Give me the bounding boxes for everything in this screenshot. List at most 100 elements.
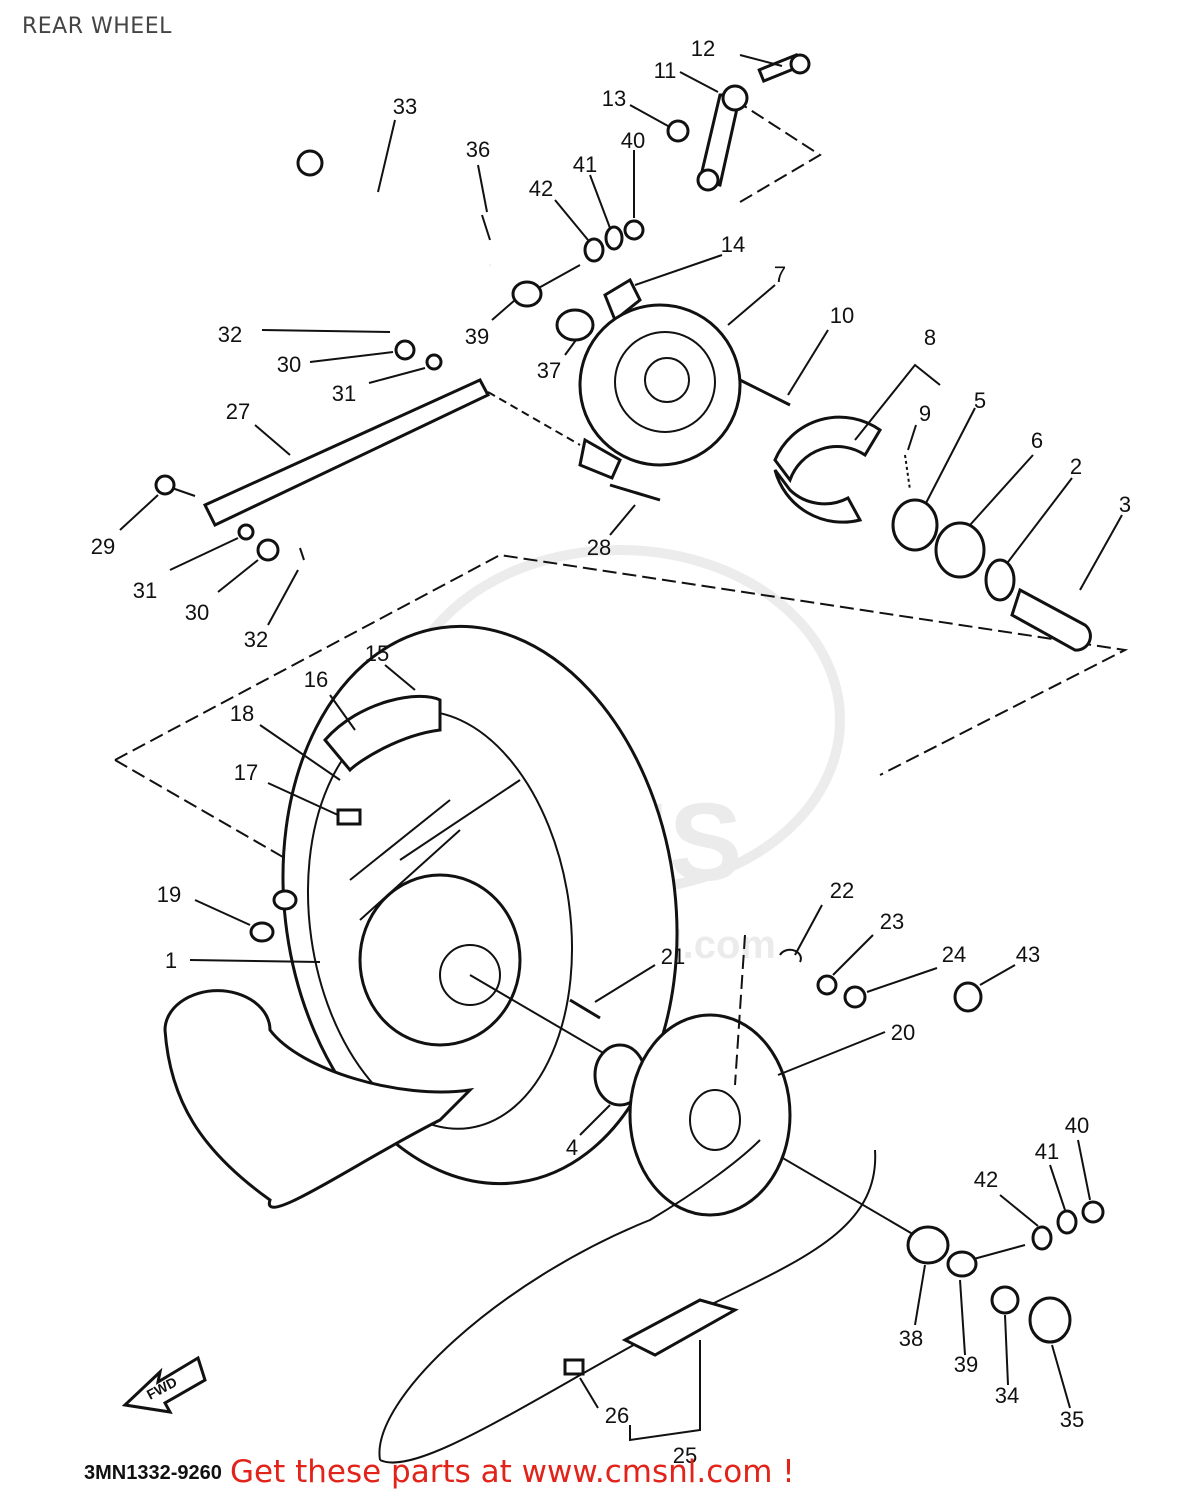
callout-30-lower: 30 [185,600,209,625]
washer-31-lower [237,523,255,541]
callout-42-upper: 42 [529,176,553,201]
callout-labels: 1 2 3 4 5 6 7 8 9 10 11 12 13 14 15 16 1… [91,36,1131,1468]
callout-21: 21 [661,944,685,969]
callout-14: 14 [721,232,745,257]
callout-11: 11 [654,58,677,83]
collar-38 [906,1225,950,1265]
chain-puller-lower [946,1244,1026,1278]
callout-10: 10 [830,303,854,328]
callout-24: 24 [942,942,966,967]
sprocket-bolt-line [734,934,746,1086]
brake-arm-outline [734,99,822,206]
joint-26 [563,1358,585,1376]
callout-40-lower: 40 [1065,1113,1089,1138]
callout-7: 7 [774,262,786,287]
nut-30-upper [394,339,416,361]
callout-27: 27 [226,399,250,424]
callout-4: 4 [566,1135,578,1160]
nut-13 [666,119,690,143]
callout-22: 22 [830,878,854,903]
nipple-19-b [249,921,275,943]
callout-9: 9 [919,401,931,426]
callout-16: 16 [304,667,328,692]
callout-34: 34 [995,1383,1019,1408]
bolt-12 [757,52,811,84]
callout-6: 6 [1031,428,1043,453]
sprocket-20 [628,1013,792,1217]
nut-43 [953,981,983,1013]
callout-42-lower: 42 [974,1167,998,1192]
tension-bar-27 [154,378,491,527]
bearing-5 [891,498,939,552]
leader-lines [119,54,1123,1442]
callout-39-lower: 39 [954,1352,978,1377]
callout-31-lower: 31 [133,578,157,603]
callout-43: 43 [1016,942,1040,967]
nut-34 [990,1285,1020,1315]
callout-35: 35 [1060,1407,1084,1432]
washer-41-upper [604,225,624,251]
callout-20: 20 [891,1020,915,1045]
collar-3 [1010,587,1092,652]
nut-40-upper [623,219,645,241]
callout-29: 29 [91,534,115,559]
bolt-28 [609,483,661,502]
callout-40-upper: 40 [621,128,645,153]
callout-5: 5 [974,388,986,413]
callout-41-upper: 41 [573,152,597,177]
wheel-hub [349,779,522,1047]
page-title: REAR WHEEL [22,14,172,39]
callout-2: 2 [1070,454,1082,479]
cms-link[interactable]: Get these parts at www.cmsnl.com ! [230,1454,795,1490]
callout-12: 12 [691,36,715,61]
callout-3: 3 [1119,492,1131,517]
washer-41-lower [1056,1209,1078,1235]
callout-38: 38 [899,1326,923,1351]
fwd-arrow-icon: FWD [121,1355,207,1414]
spring-9 [904,454,911,491]
brake-camshaft-lever [696,84,749,192]
callout-26: 26 [605,1403,629,1428]
collar-37 [555,308,595,342]
nut-30-lower [256,538,280,562]
nut-24 [843,985,867,1009]
bolt-21 [569,998,601,1020]
nut-40-lower [1081,1200,1105,1224]
washer-31-upper [425,353,443,371]
cap-35 [1028,1296,1072,1344]
callout-19: 19 [157,882,181,907]
rim-band-17 [336,808,362,826]
callout-23: 23 [880,909,904,934]
assembly-outline [114,553,1129,776]
torque-arm-line [487,391,581,446]
tube-16 [323,694,442,773]
callout-8: 8 [924,325,936,350]
nipple-19-a [272,889,298,911]
rear-axle [296,149,492,268]
bearing-6 [934,521,986,579]
callout-1: 1 [165,948,177,973]
callout-39-upper: 39 [465,324,489,349]
callout-32-upper: 32 [218,322,242,347]
callout-32-lower: 32 [244,627,268,652]
shaft-10 [739,378,791,407]
callout-41-lower: 41 [1035,1139,1059,1164]
brake-shoe-plate [578,303,742,480]
callout-28: 28 [587,535,611,560]
callout-36: 36 [466,137,490,162]
lock-washer-22 [779,948,802,963]
callout-17: 17 [234,760,258,785]
callout-15: 15 [365,641,389,666]
tire-cutaway [163,989,475,1209]
washer-42-upper [583,237,605,263]
nut-23 [816,974,838,996]
oil-seal-2 [984,558,1016,602]
cotter-pin-36 [481,214,491,241]
callout-31-upper: 31 [332,381,356,406]
callout-18: 18 [230,701,254,726]
brake-shoes [773,415,883,524]
callout-13: 13 [602,86,626,111]
plate-14 [603,277,642,323]
chain-puller-upper [511,264,581,308]
